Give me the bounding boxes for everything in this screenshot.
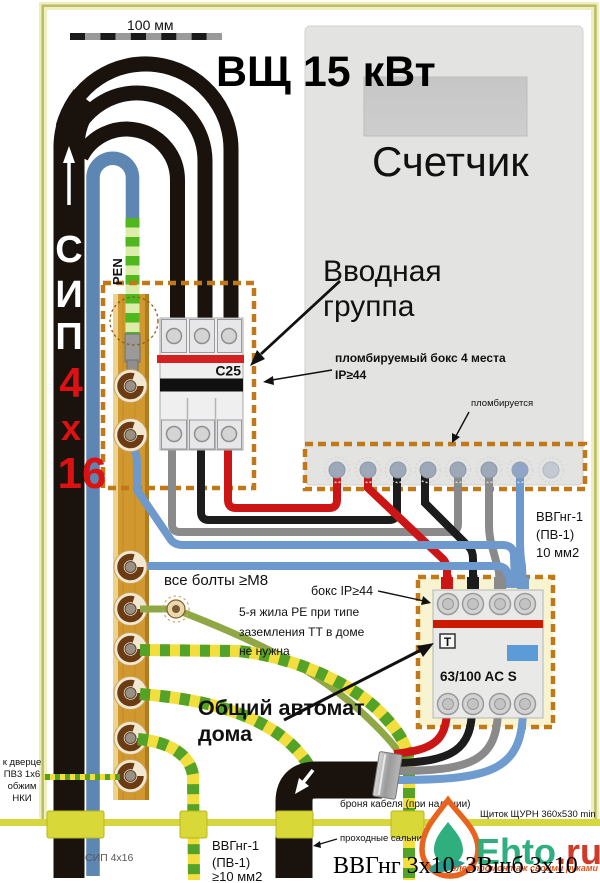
svg-text:ВЩ 15 кВт: ВЩ 15 кВт: [216, 48, 436, 96]
svg-text:Общий автомат: Общий автомат: [198, 696, 365, 720]
svg-text:T: T: [444, 635, 452, 649]
svg-text:не нужна: не нужна: [239, 644, 290, 658]
svg-text:электромонтаж своими руками: электромонтаж своими руками: [451, 863, 598, 873]
svg-text:ВВГнг-1: ВВГнг-1: [212, 838, 259, 853]
svg-text:ВВГнг 3х10: ВВГнг 3х10: [333, 853, 455, 879]
svg-text:заземления TT в доме: заземления TT в доме: [239, 625, 365, 639]
svg-text:(ПВ-1): (ПВ-1): [536, 527, 574, 542]
svg-text:П: П: [55, 316, 82, 358]
svg-text:63/100 AC S: 63/100 AC S: [440, 669, 517, 684]
svg-text:бокс IP≥44: бокс IP≥44: [311, 584, 373, 598]
svg-text:ЗВшб 3х10: ЗВшб 3х10: [465, 853, 578, 879]
svg-text:ВВГнг-1: ВВГнг-1: [536, 509, 583, 524]
svg-text:C25: C25: [215, 363, 241, 379]
svg-text:все болты ≥М8: все болты ≥М8: [164, 572, 268, 589]
svg-text:к дверце: к дверце: [3, 757, 41, 768]
svg-text:пломбируемый бокс 4 места: пломбируемый бокс 4 места: [335, 351, 506, 365]
svg-text:Счетчик: Счетчик: [372, 138, 529, 185]
svg-text:Щиток ЩУРН 360х530 min: Щиток ЩУРН 360х530 min: [480, 809, 596, 820]
svg-text:С: С: [55, 229, 82, 271]
svg-text:НКИ: НКИ: [12, 793, 31, 804]
svg-text:Вводная: Вводная: [323, 255, 442, 288]
svg-text:(ПВ-1): (ПВ-1): [212, 855, 250, 870]
svg-text:Ehto.ru: Ehto.ru: [476, 831, 600, 872]
svg-text:PEN: PEN: [110, 258, 125, 285]
svg-text:проходные сальники: проходные сальники: [340, 833, 431, 844]
svg-text:5-я жила PE при типе: 5-я жила PE при типе: [239, 605, 359, 619]
svg-text:100 мм: 100 мм: [127, 17, 174, 33]
svg-text:СИП 4х16: СИП 4х16: [85, 852, 134, 864]
svg-text:обжим: обжим: [8, 781, 37, 792]
svg-text:4: 4: [59, 359, 83, 406]
svg-text:х: х: [61, 407, 81, 448]
svg-text:IP≥44: IP≥44: [335, 368, 367, 382]
svg-text:броня кабеля (при наличии): броня кабеля (при наличии): [340, 798, 470, 810]
svg-text:ПВ3 1х6: ПВ3 1х6: [4, 769, 40, 780]
svg-text:группа: группа: [323, 290, 415, 323]
svg-text:≥10 мм2: ≥10 мм2: [212, 869, 262, 883]
svg-text:10 мм2: 10 мм2: [536, 545, 579, 560]
svg-text:16: 16: [58, 449, 107, 498]
svg-text:пломбируется: пломбируется: [471, 398, 533, 409]
svg-text:И: И: [55, 274, 82, 316]
svg-text:дома: дома: [198, 722, 253, 746]
